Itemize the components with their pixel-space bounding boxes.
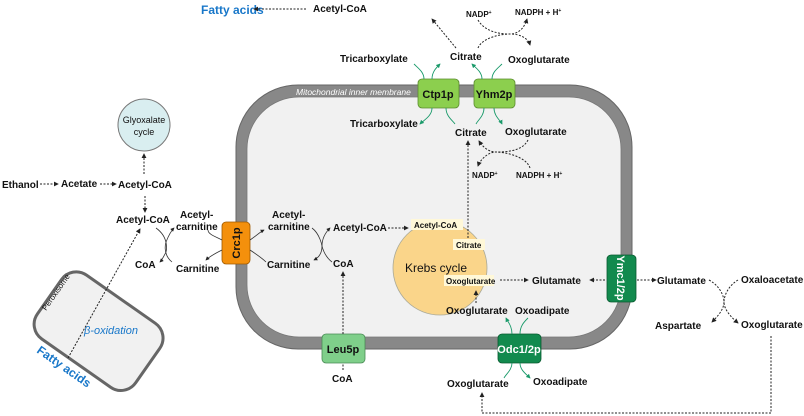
oxoadipate-bottom: Oxoadipate — [533, 377, 588, 388]
oxoglutarate-matrix-lower: Oxoglutarate — [446, 306, 508, 317]
glyoxylate-label-1: Glyoxalate — [123, 115, 166, 125]
oxaloacetate: Oxaloacetate — [741, 275, 804, 286]
fatty-acids-top: Fatty acids — [201, 3, 264, 17]
yhm2p-transporter: Yhm2p — [473, 78, 516, 109]
oxoglutarate-top: Oxoglutarate — [508, 55, 570, 66]
leu5p-label: Leu5p — [327, 344, 360, 356]
krebs-citrate: Citrate — [456, 241, 482, 250]
krebs-acetyl-coa: Acetyl-CoA — [414, 221, 457, 230]
acetyl-coa-2: Acetyl-CoA — [116, 215, 170, 226]
leu5p-transporter: Leu5p — [321, 333, 366, 364]
ethanol: Ethanol — [2, 180, 39, 191]
krebs-cycle-label: Krebs cycle — [405, 261, 467, 275]
coa-matrix: CoA — [333, 259, 354, 270]
acetate: Acetate — [61, 179, 98, 190]
acetyl-coa-1: Acetyl-CoA — [118, 180, 172, 191]
odc-transporter: Odc1/2p — [497, 333, 542, 364]
coa-bottom: CoA — [332, 374, 353, 385]
krebs-oxoglutarate: Oxoglutarate — [446, 277, 496, 286]
citrate-top: Citrate — [450, 52, 482, 63]
oxoglutarate-cyto-right: Oxoglutarate — [741, 320, 803, 331]
glutamate-matrix: Glutamate — [532, 276, 581, 287]
glutamate-cyto: Glutamate — [657, 276, 706, 287]
glyoxylate-cycle-node — [117, 98, 171, 152]
ymc-transporter: Ymc1/2p — [606, 254, 637, 303]
crc1p-transporter: Crc1p — [221, 221, 251, 265]
acetyl-carnitine-matrix-2: carnitine — [268, 222, 310, 233]
acetyl-coa-matrix: Acetyl-CoA — [333, 223, 387, 234]
nadph-top: NADPH + H+ — [515, 8, 561, 17]
yhm2p-label: Yhm2p — [476, 89, 513, 101]
nadp-top: NADP+ — [466, 10, 492, 19]
acetyl-carnitine-matrix-1: Acetyl- — [272, 210, 305, 221]
tricarboxylate-matrix: Tricarboxylate — [350, 119, 418, 130]
nadp-matrix: NADP+ — [472, 171, 498, 180]
acetyl-carnitine-cyto-1: Acetyl- — [180, 210, 213, 221]
odc-label: Odc1/2p — [497, 344, 541, 356]
oxoglutarate-matrix: Oxoglutarate — [505, 127, 567, 138]
tricarboxylate-top: Tricarboxylate — [340, 54, 408, 65]
nadph-matrix: NADPH + H+ — [516, 171, 562, 180]
peroxisome — [32, 270, 165, 392]
beta-oxidation-label: β-oxidation — [83, 325, 138, 337]
ctp1p-label: Ctp1p — [422, 89, 453, 101]
aspartate: Aspartate — [655, 321, 702, 332]
oxoglutarate-bottom: Oxoglutarate — [447, 379, 509, 390]
acetyl-coa-top: Acetyl-CoA — [313, 4, 367, 15]
ctp1p-transporter: Ctp1p — [417, 78, 460, 109]
ymc-label: Ymc1/2p — [614, 255, 626, 301]
citrate-matrix: Citrate — [455, 128, 487, 139]
membrane-label: Mitochondrial inner membrane — [296, 87, 411, 97]
carnitine-matrix: Carnitine — [267, 260, 311, 271]
oxoadipate-matrix: Oxoadipate — [515, 306, 570, 317]
acetyl-carnitine-cyto-2: carnitine — [176, 222, 218, 233]
carnitine-cyto: Carnitine — [176, 264, 220, 275]
glyoxylate-label-2: cycle — [134, 127, 155, 137]
crc1p-label: Crc1p — [231, 227, 243, 258]
coa-cyto: CoA — [135, 260, 156, 271]
